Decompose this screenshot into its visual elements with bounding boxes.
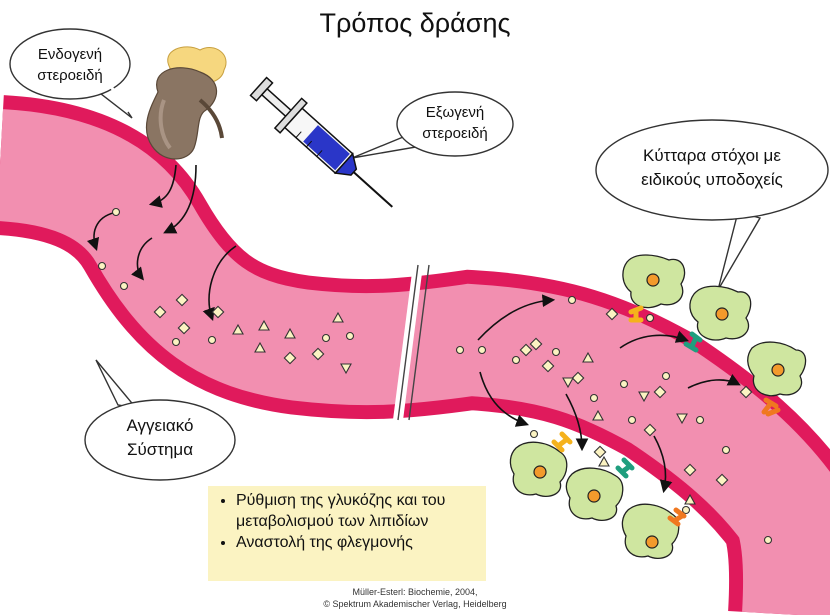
target-cells-label-line1: Κύτταρα στόχοι με <box>604 144 820 168</box>
effect-item: Ρύθμιση της γλυκόζης και του μεταβολισμο… <box>236 490 486 532</box>
exogenous-label-line1: Εξωγενή <box>402 102 508 123</box>
effects-list: Ρύθμιση της γλυκόζης και του μεταβολισμο… <box>208 490 486 553</box>
exogenous-label-line2: στεροειδή <box>402 123 508 144</box>
adrenal-kidney-icon <box>146 47 226 159</box>
endogenous-label: Ενδογενή στεροειδή <box>14 44 126 86</box>
endogenous-label-line1: Ενδογενή <box>14 44 126 65</box>
endogenous-label-line2: στεροειδή <box>14 65 126 86</box>
exogenous-label: Εξωγενή στεροειδή <box>402 102 508 144</box>
page-title: Τρόπος δράσης <box>0 8 830 39</box>
effect-item: Αναστολή της φλεγμονής <box>236 532 486 553</box>
target-cells-label-line2: ειδικούς υποδοχείς <box>604 168 820 192</box>
vascular-label-line2: Σύστημα <box>90 438 230 462</box>
vascular-label: Αγγειακό Σύστημα <box>90 414 230 462</box>
effects-box: Ρύθμιση της γλυκόζης και του μεταβολισμο… <box>208 486 486 581</box>
credit-line2: © Spektrum Akademischer Verlag, Heidelbe… <box>0 599 830 609</box>
vascular-label-line1: Αγγειακό <box>90 414 230 438</box>
credit-line1: Müller-Esterl: Biochemie, 2004, <box>0 587 830 597</box>
target-cells-label: Κύτταρα στόχοι με ειδικούς υποδοχείς <box>604 144 820 192</box>
